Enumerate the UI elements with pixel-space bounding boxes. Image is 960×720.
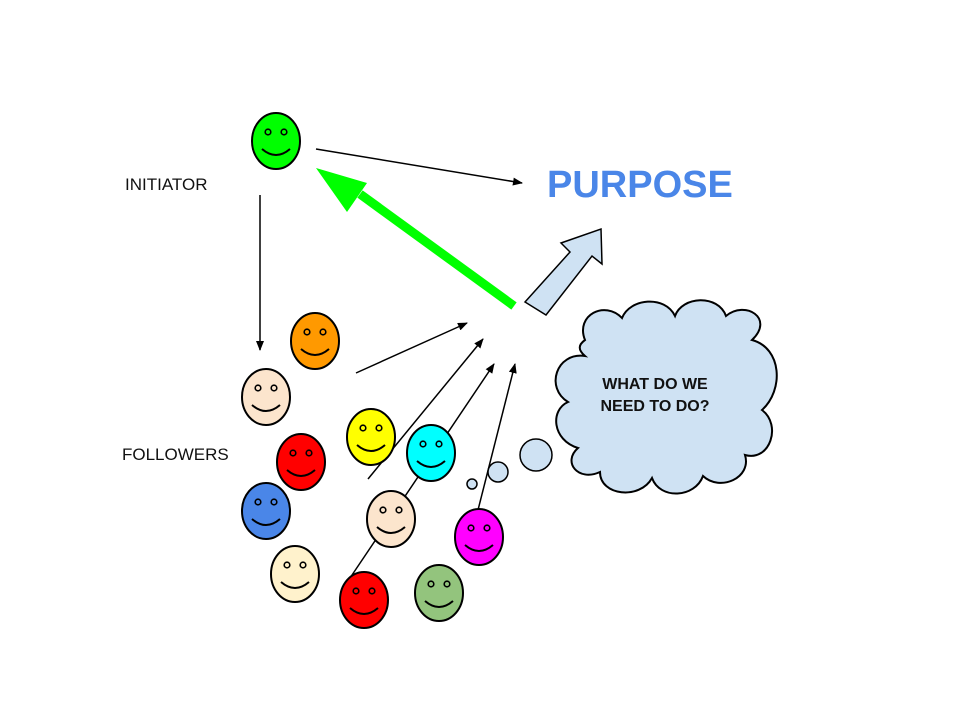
face-head [270,545,320,603]
face-mouth [251,404,281,412]
face-eye [254,498,262,506]
face-mouth [424,600,454,608]
thought-text-line1: WHAT DO WE [602,376,708,393]
face-mouth [376,526,406,534]
face-head [414,564,464,622]
faces-group [241,112,504,629]
follower-smiley-face-icon [241,368,291,426]
face-head [366,490,416,548]
face-eye [299,561,307,569]
face-eye [379,506,387,514]
thought-bubble-small [466,478,478,490]
thought-cloud [554,299,778,495]
face-eye [435,440,443,448]
face-eye [305,449,313,457]
face-mouth [261,148,291,156]
follower-smiley-face-icon [454,508,504,566]
face-eye [270,498,278,506]
face-eye [419,440,427,448]
face-head [241,368,291,426]
follower-smiley-face-icon [366,490,416,548]
face-mouth [280,581,310,589]
thought-bubble-medium [487,461,509,483]
follower-smiley-face-icon [276,433,326,491]
face-head [346,408,396,466]
face-eye [483,524,491,532]
thought-bubble-large [519,438,553,472]
face-eye [395,506,403,514]
face-eye [283,561,291,569]
follower-smiley-face-icon [414,564,464,622]
face-mouth [300,348,330,356]
face-head [339,571,389,629]
initiator-label: INITIATOR [125,175,208,194]
follower-smiley-face-icon [339,571,389,629]
face-eye [375,424,383,432]
face-eye [443,580,451,588]
face-eye [359,424,367,432]
face-head [276,433,326,491]
face-eye [427,580,435,588]
face-head [251,112,301,170]
face-mouth [349,607,379,615]
face-head [406,424,456,482]
follower-smiley-face-icon [406,424,456,482]
face-eye [303,328,311,336]
follower-smiley-face-icon [270,545,320,603]
face-eye [289,449,297,457]
face-eye [467,524,475,532]
purpose-label: PURPOSE [547,164,733,206]
follower-smiley-face-icon [346,408,396,466]
face-mouth [251,518,281,526]
face-mouth [286,469,316,477]
face-head [290,312,340,370]
follower-arrow-1 [355,322,468,374]
face-eye [280,128,288,136]
green-feedback-arrow [316,168,517,310]
face-eye [352,587,360,595]
thought-text-line2: NEED TO DO? [600,398,709,415]
face-mouth [464,544,494,552]
face-eye [254,384,262,392]
initiator-smiley-face-icon [251,112,301,170]
face-eye [264,128,272,136]
initiator-to-purpose-arrow [315,148,523,186]
face-mouth [356,444,386,452]
face-mouth [416,460,446,468]
follower-arrow-4 [477,363,517,511]
follower-smiley-face-icon [290,312,340,370]
followers-label: FOLLOWERS [122,445,229,464]
block-arrow-up [523,227,603,316]
face-eye [319,328,327,336]
face-head [241,482,291,540]
face-eye [270,384,278,392]
follower-smiley-face-icon [241,482,291,540]
face-eye [368,587,376,595]
face-head [454,508,504,566]
